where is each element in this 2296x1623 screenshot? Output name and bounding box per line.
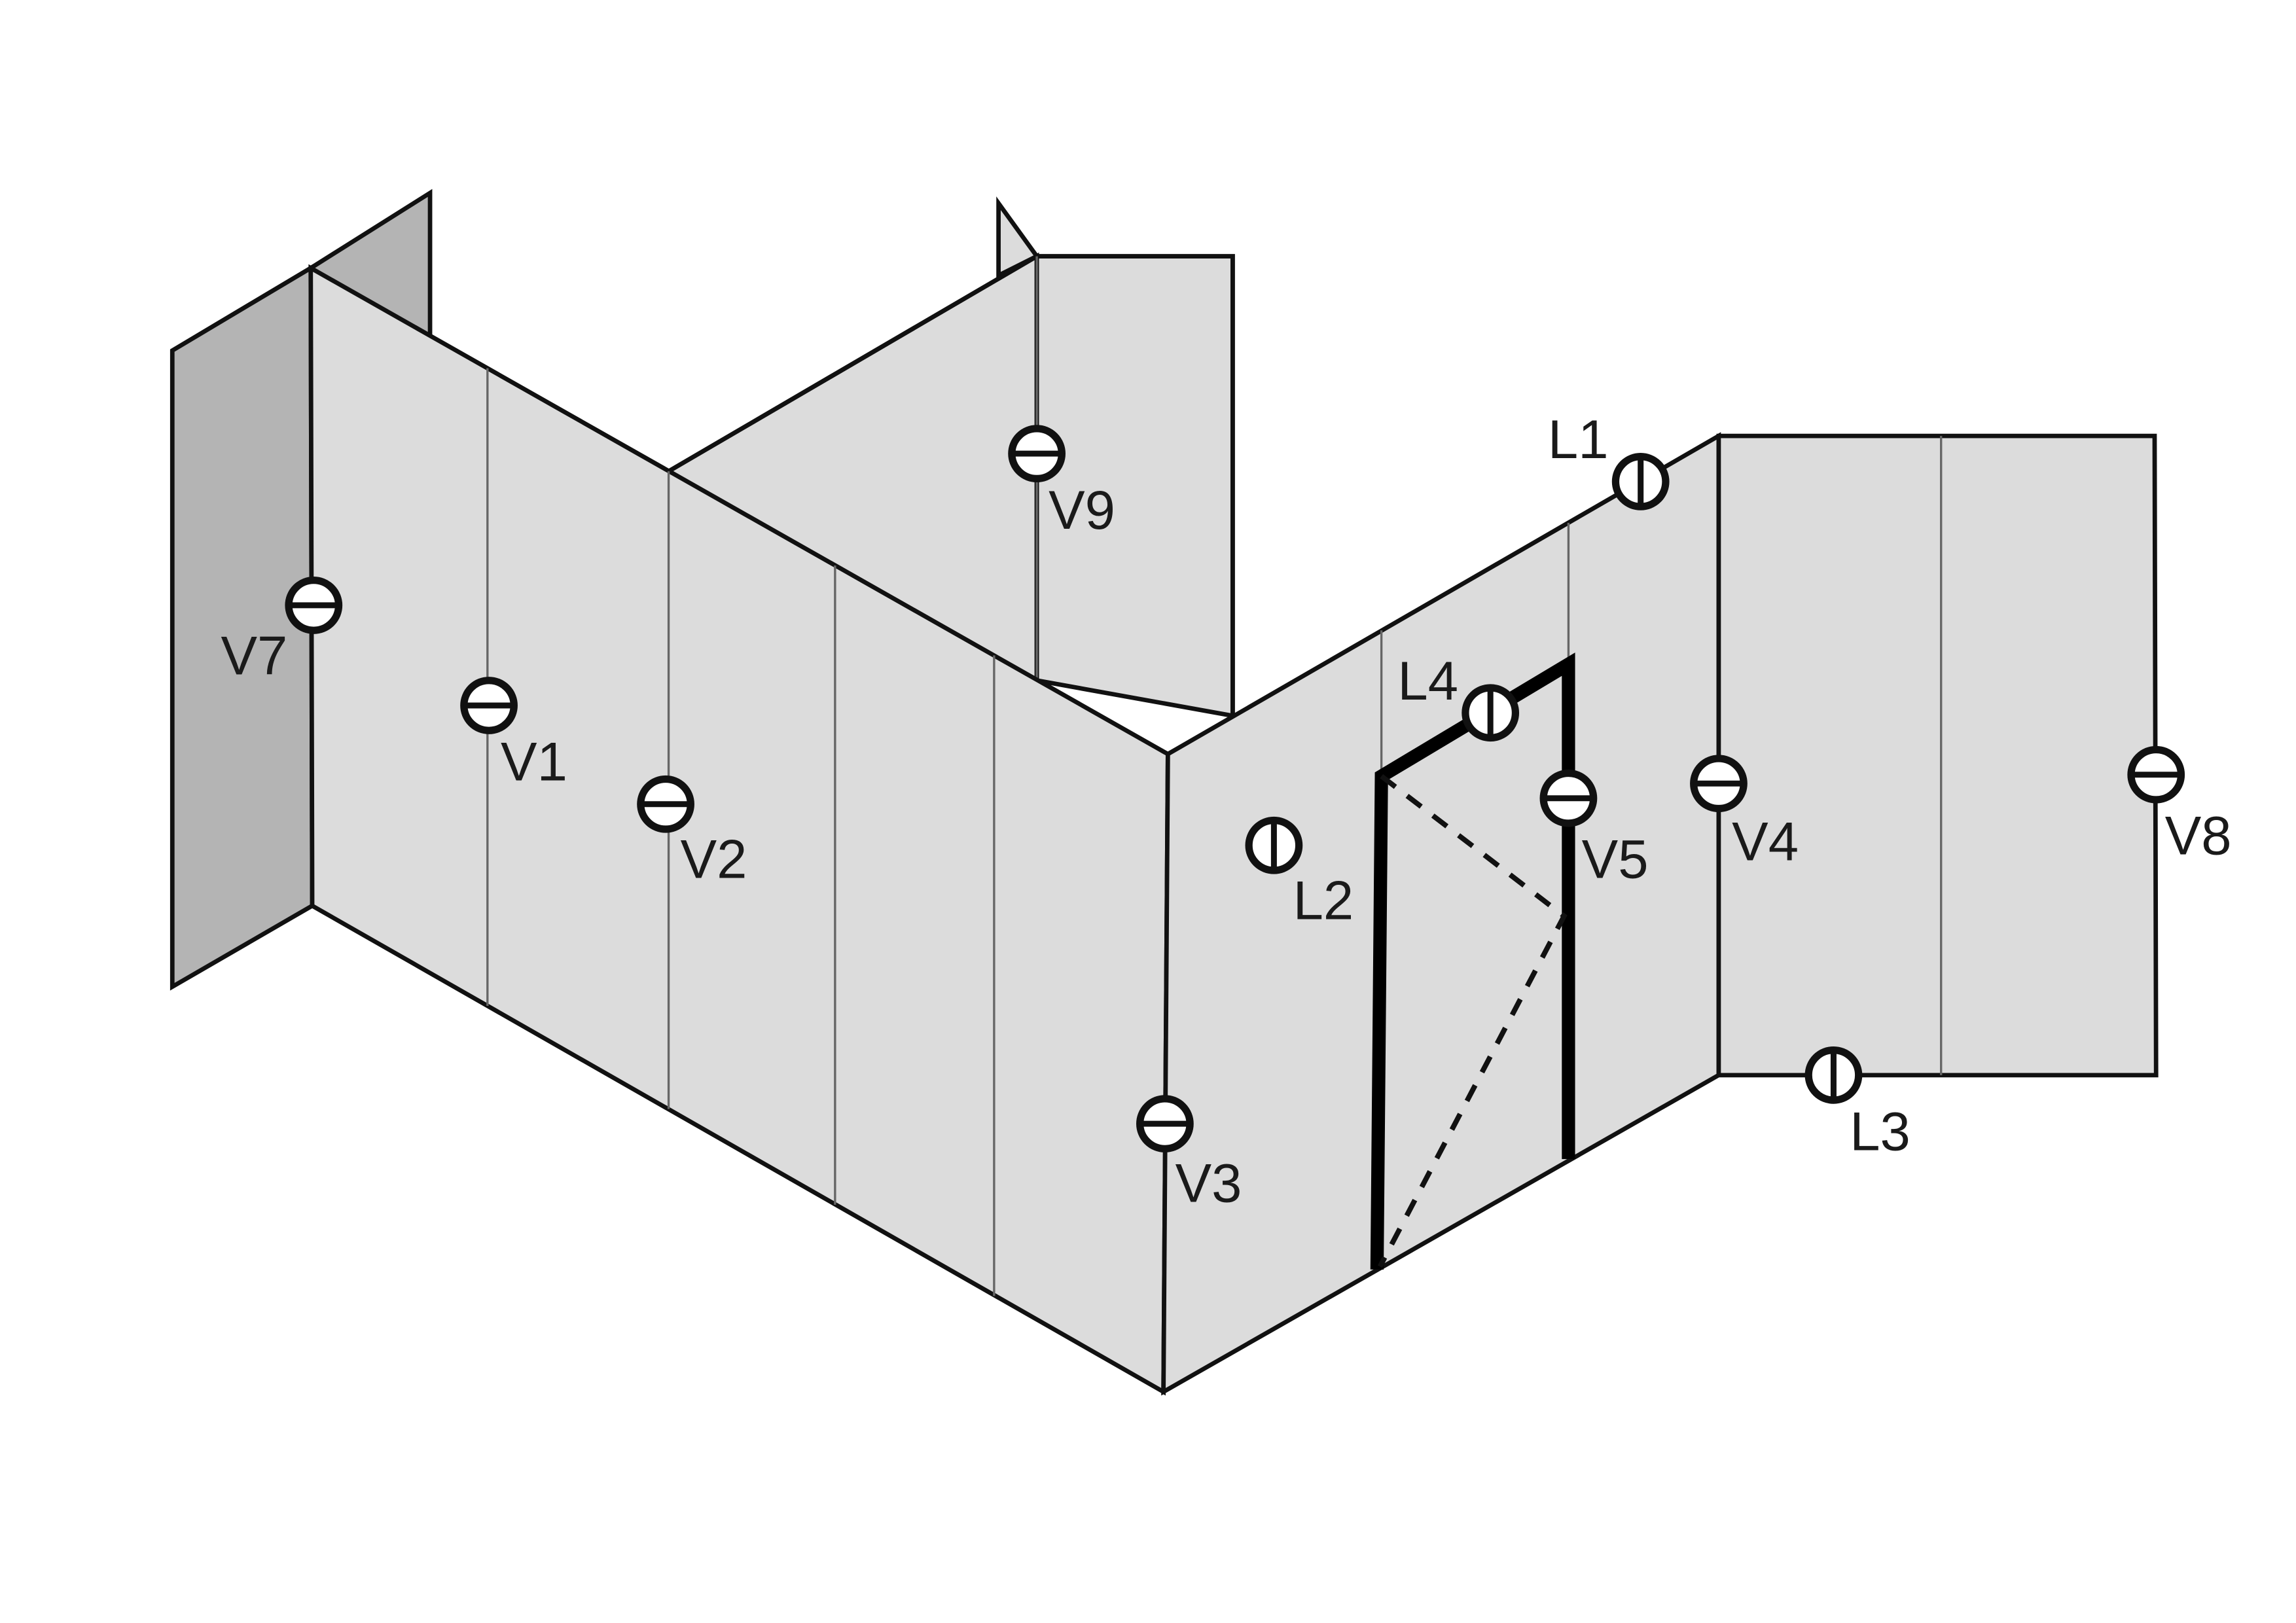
sensor-V7-label: V7 [221,626,288,687]
sensor-V9-label: V9 [1049,480,1115,541]
sensor-L2 [1245,816,1303,874]
sensor-V7 [285,577,343,634]
sensor-V1 [460,677,518,734]
sensor-V8 [2127,745,2185,804]
sensor-V1-label: V1 [501,732,567,793]
sensor-L3-label: L3 [1850,1101,1910,1162]
sensor-V4 [1690,755,1748,813]
sensor-V4-label: V4 [1732,811,1799,872]
sensor-V8-label: V8 [2165,805,2232,866]
sensor-V5 [1539,769,1598,827]
sensor-L3 [1804,1046,1863,1104]
sensor-V9 [1008,425,1066,483]
sensor-L4-label: L4 [1397,651,1458,711]
sensor-L1-label: L1 [1548,409,1609,470]
door-swing-path [1377,774,1568,1268]
sensor-L1 [1611,453,1670,510]
sensor-V5-label: V5 [1582,829,1649,889]
right-diagonal-wall-face [1161,432,1721,1396]
sensor-L4 [1462,684,1520,742]
sensor-V3 [1136,1095,1194,1152]
sensor-V3-label: V3 [1175,1152,1242,1213]
right-diagonal-wall [1161,432,1721,1396]
right-end-wall-face [1716,433,2159,1078]
sensor-L2-label: L2 [1293,870,1354,931]
back-partition-outline [1037,254,1235,716]
back-partition-top-edge [667,254,1038,474]
sensor-V2-label: V2 [681,829,747,889]
right-end-wall [1716,433,2159,1078]
back-partition [664,196,1235,719]
sensor-V2 [637,775,694,833]
